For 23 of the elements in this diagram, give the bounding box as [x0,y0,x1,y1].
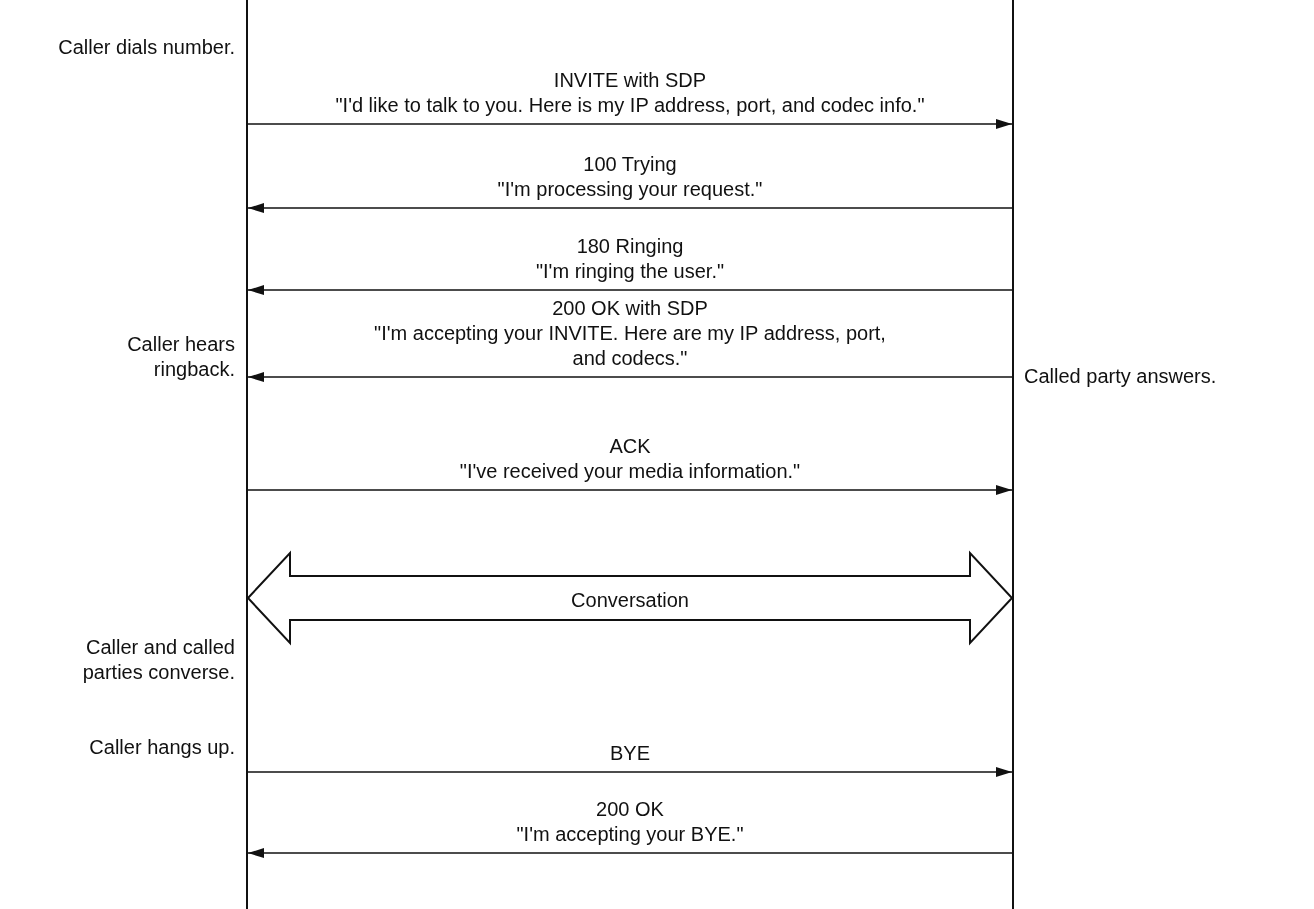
side-note: Called party answers. [1024,364,1218,389]
double-arrow [246,550,1014,646]
message-arrow [247,767,1013,777]
message-label: INVITE with SDP "I'd like to talk to you. Here is my IP address, port, and codec info." [334,68,926,118]
message-label: 200 OK with SDP "I'm accepting your INVITE. Here are my IP address, port, and codecs." [373,296,887,371]
side-note: Caller hangs up. [88,735,235,760]
message-label: BYE [609,741,651,766]
lifeline [1012,0,1014,909]
side-note: Caller hears ringback. [126,332,235,382]
message-label: ACK "I've received your media information." [458,434,802,484]
message-label: 180 Ringing "I'm ringing the user." [534,234,726,284]
message-arrow [247,119,1013,129]
message-label: Conversation [570,587,690,613]
side-note: Caller dials number. [57,35,235,60]
message-label: 200 OK "I'm accepting your BYE." [515,797,745,847]
side-note: Caller and called parties converse. [81,635,235,685]
message-arrow [247,848,1013,858]
message-arrow [247,372,1013,382]
message-arrow [247,203,1013,213]
message-arrow [247,485,1013,495]
message-arrow [247,285,1013,295]
lifeline [246,0,248,909]
message-label: 100 Trying "I'm processing your request." [496,152,764,202]
